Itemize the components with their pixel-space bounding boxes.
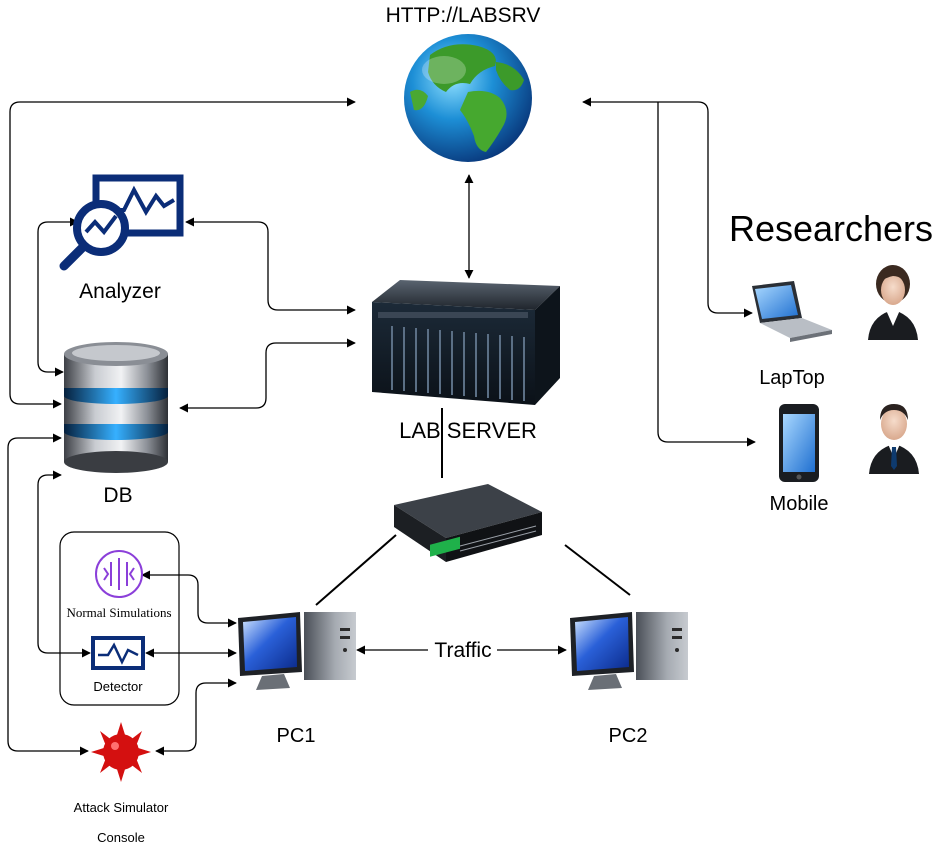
detector-label: Detector [93,679,143,694]
pc1-label: PC1 [277,725,316,747]
edge-internet-mobile [657,102,756,447]
traffic-label: Traffic [434,639,491,662]
edge-server-db [179,338,356,413]
edge-internet-db [9,97,356,409]
rack-server-icon[interactable] [372,280,560,405]
edge-internet-laptop [582,97,753,318]
attack-simulator-label-line1: Attack Simulator [74,800,169,815]
desktop-computer-icon[interactable] [570,612,688,690]
edge-db-detector [37,470,91,658]
db-label: DB [103,484,132,507]
smartphone-icon[interactable] [779,404,819,482]
internet-label: HTTP://LABSRV [386,4,541,27]
edge-db-attack [7,433,89,756]
desktop-computer-icon[interactable] [238,612,356,690]
female-user-icon [868,265,918,340]
globe-icon[interactable] [404,34,532,162]
network-switch-icon[interactable] [394,484,542,562]
laptop-label: LapTop [759,367,825,389]
edge-switch-pc1 [315,534,397,606]
edge-attack-pc1 [155,678,237,756]
normal-simulations-label: Normal Simulations [66,605,171,620]
analyzer-label: Analyzer [79,280,161,303]
edge-switch-pc2 [564,544,631,596]
simulation-group-box [59,531,180,706]
virus-icon[interactable] [91,722,151,782]
edge-normalsim-pc1 [141,570,237,628]
database-icon[interactable] [64,342,168,473]
mobile-label: Mobile [770,493,829,515]
male-user-icon [869,404,919,474]
connectors [7,97,756,756]
lab-server-label: LAB SERVER [399,418,537,443]
laptop-icon[interactable] [752,281,832,342]
edge-analyzer-db [37,217,79,377]
simulation-icon[interactable] [95,550,143,598]
detector-icon[interactable] [91,636,145,670]
edge-analyzer-server [185,217,356,315]
researchers-heading: Researchers [729,208,933,249]
pc2-label: PC2 [609,725,648,747]
attack-simulator-label-line2: Console [97,830,145,845]
analyzer-icon[interactable] [59,174,184,271]
